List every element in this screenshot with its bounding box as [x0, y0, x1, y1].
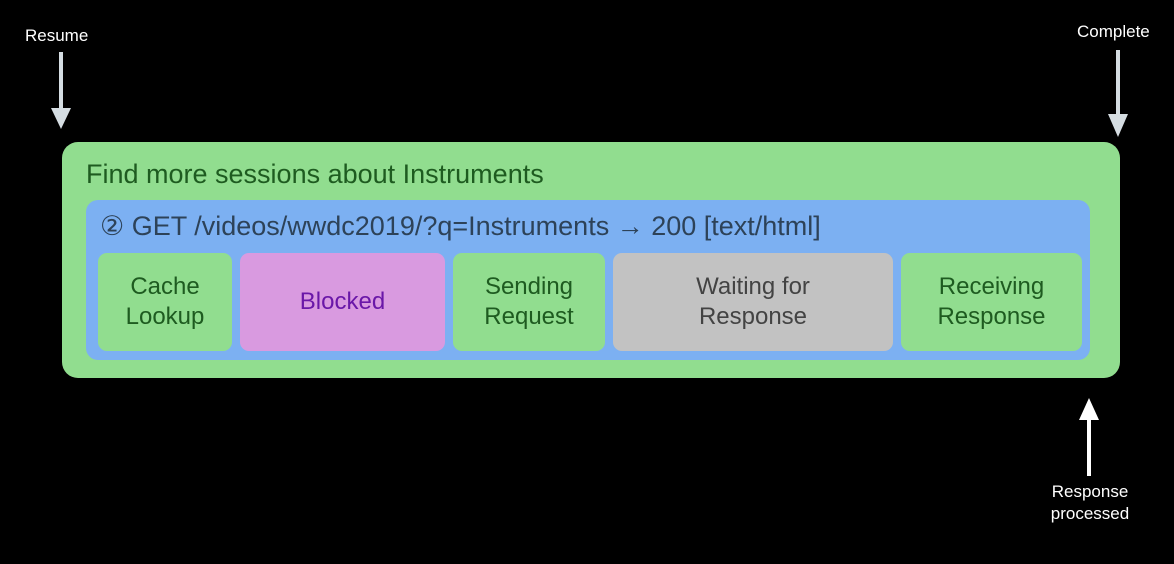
phase-sending-request-line1: Sending [484, 273, 574, 300]
complete-annotation-label: Complete [1077, 22, 1150, 41]
phase-blocked[interactable]: Blocked [240, 253, 445, 351]
response-processed-annotation-line1: Response [1051, 482, 1129, 501]
phase-blocked-label: Blocked [299, 288, 386, 315]
response-processed-up-arrow-icon [1079, 398, 1099, 476]
session-container[interactable]: Find more sessions about Instruments ② G… [62, 142, 1120, 378]
phase-cache-lookup-line1: Cache [130, 273, 200, 300]
phase-waiting-for-response-line2: Response [698, 303, 808, 330]
resume-down-arrow-icon [51, 52, 71, 129]
complete-down-arrow-icon [1108, 50, 1128, 137]
request-bar[interactable]: ② GET /videos/wwdc2019/?q=Instruments → … [86, 200, 1090, 360]
request-summary-line: ② GET /videos/wwdc2019/?q=Instruments → … [100, 211, 821, 241]
phase-receiving-response-line1: Receiving [938, 273, 1045, 300]
phase-waiting-for-response-line1: Waiting for [696, 273, 810, 300]
response-processed-annotation-line2: processed [1050, 504, 1130, 523]
resume-annotation-label: Resume [25, 26, 89, 45]
phase-sending-request-line2: Request [484, 303, 574, 330]
phase-receiving-response-line2: Response [937, 303, 1046, 330]
phase-cache-lookup-line2: Lookup [125, 303, 205, 330]
session-title: Find more sessions about Instruments [86, 159, 544, 189]
